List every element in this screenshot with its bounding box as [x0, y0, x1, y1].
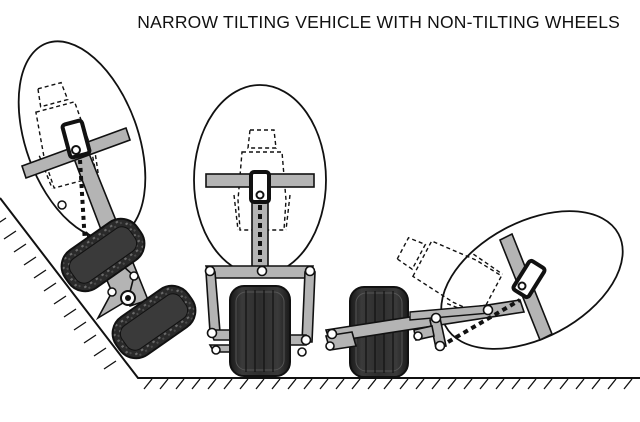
center-upright-view [193, 84, 327, 377]
ground-line [0, 197, 640, 390]
left-slope-view [17, 40, 197, 360]
upper-wheel-left [60, 217, 146, 293]
pivots-right [325, 304, 494, 352]
column-bracket-left [60, 118, 92, 160]
pivots-center [204, 265, 316, 357]
right-tilted-view [324, 210, 624, 378]
body-shell-right [440, 210, 624, 350]
wheel-center [229, 285, 291, 377]
diagram-title: NARROW TILTING VEHICLE WITH NON-TILTING … [137, 12, 620, 32]
lower-wheel-left [111, 284, 197, 360]
column-bracket-center [249, 170, 271, 204]
center-line-right [446, 298, 522, 344]
